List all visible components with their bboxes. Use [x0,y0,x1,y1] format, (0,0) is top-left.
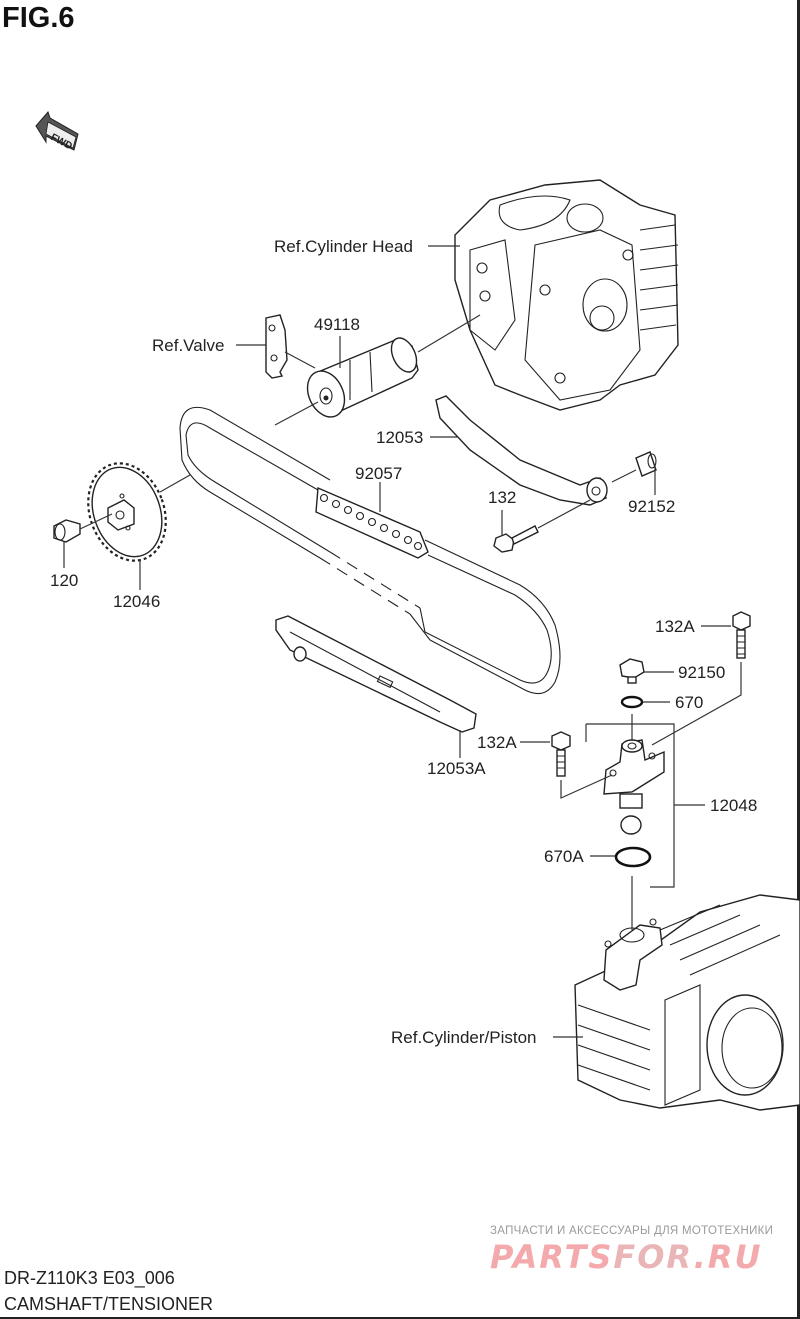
label-132A-left: 132A [477,733,517,752]
cap-bolt-92150-drawing [619,658,645,684]
collar-92152-drawing [611,451,657,483]
camshaft-drawing [306,337,419,418]
label-12053A: 12053A [427,759,486,778]
watermark-brand: PARTSFOR.RU [490,1238,762,1276]
label-49118: 49118 [314,315,360,334]
oring-670a-drawing [614,846,652,868]
label-670: 670 [675,693,703,712]
label-92057: 92057 [355,464,402,483]
watermark-tagline: ЗАПЧАСТИ И АКСЕССУАРЫ ДЛЯ МОТОТЕХНИКИ [490,1225,774,1237]
chain-links-drawing [315,486,429,559]
label-92150: 92150 [678,663,725,682]
tensioner-drawing [603,739,665,835]
label-670A: 670A [544,847,584,866]
lower-chain-guide-drawing [275,615,477,733]
label-12053: 12053 [376,428,423,447]
label-132: 132 [488,488,516,507]
label-ref-valve: Ref.Valve [152,336,224,355]
valve-plate-drawing [265,314,288,379]
sprocket-drawing [87,462,167,562]
bolt-132a-top-drawing [732,611,751,659]
label-120: 120 [50,571,78,590]
upper-chain-guide-drawing [435,395,608,506]
figure-title: FIG.6 [2,2,75,34]
watermark-brand-right: .RU [693,1238,763,1276]
tensioner-bracket [650,723,675,888]
label-ref-cylinder-head: Ref.Cylinder Head [274,237,413,256]
label-132A-top: 132A [655,617,695,636]
bolt-132-drawing [493,499,591,553]
cylinder-head-drawing [454,179,679,411]
cylinder-piston-drawing [574,894,800,1111]
cam-chain-drawing [179,406,561,695]
fwd-arrow-icon: FWD [35,111,79,152]
bolt-132a-left-drawing [551,731,571,777]
label-ref-cylinder-piston: Ref.Cylinder/Piston [391,1028,537,1047]
model-code: DR-Z110K3 E03_006 [4,1268,175,1288]
section-name: CAMSHAFT/TENSIONER [4,1294,214,1314]
bolt-120-drawing [53,513,113,543]
watermark-brand-left: PARTS [490,1238,614,1276]
label-92152: 92152 [628,497,675,516]
oring-670-drawing [620,695,644,709]
label-12048: 12048 [710,796,757,815]
watermark-brand-mid: FOR [613,1238,694,1276]
label-12046: 12046 [113,592,160,611]
